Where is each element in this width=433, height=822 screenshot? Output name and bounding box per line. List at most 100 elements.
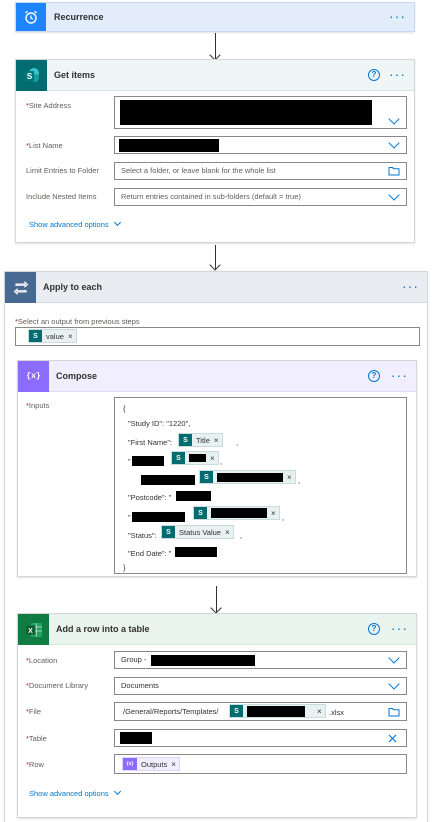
redacted-key-2 xyxy=(141,475,195,485)
sharepoint-icon: S xyxy=(24,67,39,82)
comma-1: , xyxy=(236,438,239,447)
limit-folder-field[interactable]: Select a folder, or leave blank for the … xyxy=(114,162,407,180)
file-name-token[interactable]: S × xyxy=(229,704,326,718)
folder-icon[interactable] xyxy=(388,707,400,717)
add-row-more-button[interactable]: ··· xyxy=(391,620,408,636)
redacted-token-3-remove-icon[interactable]: × xyxy=(271,508,276,518)
redacted-token-2[interactable]: S × xyxy=(199,470,296,484)
compose-card[interactable]: {x} Compose ? ··· *Inputs { "Study ID": … xyxy=(17,360,417,577)
excel-letter: X xyxy=(28,627,33,634)
apply-to-each-card[interactable]: Apply to each ··· *Select an output from… xyxy=(4,271,428,822)
file-field[interactable]: /General/Reports/Templates/ S × .xlsx xyxy=(114,702,407,721)
redacted-token-2-remove-icon[interactable]: × xyxy=(287,472,292,482)
chevron-down-icon xyxy=(113,787,121,796)
location-field[interactable]: Group - xyxy=(114,651,407,669)
add-row-title: Add a row into a table xyxy=(56,624,150,634)
compose-more-button[interactable]: ··· xyxy=(391,367,408,383)
site-address-field[interactable] xyxy=(114,96,407,129)
compose-icon: {x} xyxy=(26,372,41,381)
limit-folder-label: Limit Entries to Folder xyxy=(26,166,99,175)
outputs-token[interactable]: {x} Outputs × xyxy=(122,757,180,771)
value-token-remove-icon[interactable]: × xyxy=(67,331,73,341)
sharepoint-letter: S xyxy=(26,72,32,81)
redacted-table xyxy=(120,732,152,744)
redacted-end-date xyxy=(175,547,217,557)
site-address-label: *Site Address xyxy=(26,101,72,110)
list-name-field[interactable] xyxy=(114,136,407,154)
compose-title: Compose xyxy=(56,371,98,381)
file-name-token-remove-icon[interactable]: × xyxy=(317,706,322,716)
clear-icon[interactable] xyxy=(388,734,397,743)
select-output-field[interactable]: S value × xyxy=(15,327,420,346)
recurrence-icon-box xyxy=(16,3,46,31)
add-row-help-icon[interactable]: ? xyxy=(368,623,380,635)
document-library-field[interactable]: Documents xyxy=(114,677,407,695)
comma-3: , xyxy=(298,476,301,485)
table-field[interactable] xyxy=(114,729,407,747)
value-token[interactable]: S value × xyxy=(28,329,77,343)
compose-icon: {x} xyxy=(123,758,137,770)
add-row-header[interactable]: X Add a row into a table ? ··· xyxy=(18,614,416,645)
title-token-label: Title xyxy=(196,435,210,445)
nested-items-field[interactable]: Return entries contained in sub-folders … xyxy=(114,188,407,206)
status-value-token-remove-icon[interactable]: × xyxy=(224,527,230,537)
close-brace: } xyxy=(123,563,126,572)
study-id-line: "Study ID": "1220", xyxy=(128,419,191,428)
table-label: *Table xyxy=(26,734,47,743)
row-label: *Row xyxy=(26,760,44,769)
quote-2: " xyxy=(128,513,131,522)
outputs-token-remove-icon[interactable]: × xyxy=(171,759,176,769)
sharepoint-icon: S xyxy=(162,526,175,538)
excel-icon: X xyxy=(25,622,42,637)
get-items-more-button[interactable]: ··· xyxy=(389,66,406,82)
list-name-label: *List Name xyxy=(26,141,63,150)
list-name-chevron-down-icon[interactable] xyxy=(388,137,400,149)
folder-icon[interactable] xyxy=(388,166,400,176)
title-token-remove-icon[interactable]: × xyxy=(213,435,219,445)
document-library-chevron-down-icon[interactable] xyxy=(388,678,400,690)
limit-folder-placeholder: Select a folder, or leave blank for the … xyxy=(121,166,276,175)
nested-items-placeholder: Return entries contained in sub-folders … xyxy=(121,192,301,201)
comma-2: , xyxy=(220,457,223,466)
sharepoint-icon: S xyxy=(29,330,42,342)
redacted-site-address xyxy=(120,100,372,125)
quote-1: " xyxy=(128,457,131,466)
redacted-postcode xyxy=(176,491,211,501)
get-items-show-advanced-link[interactable]: Show advanced options xyxy=(29,218,121,229)
add-row-show-advanced-link[interactable]: Show advanced options xyxy=(29,787,121,798)
status-value-token[interactable]: S Status Value × xyxy=(161,525,234,539)
location-chevron-down-icon[interactable] xyxy=(388,652,400,664)
site-address-chevron-down-icon[interactable] xyxy=(388,113,400,125)
redacted-token-3[interactable]: S × xyxy=(193,506,280,520)
title-token[interactable]: S Title × xyxy=(178,433,223,447)
flow-arrow-3 xyxy=(216,586,217,612)
apply-to-each-header[interactable]: Apply to each ··· xyxy=(5,272,427,303)
get-items-card[interactable]: S Get items ? ··· *Site Address *List Na… xyxy=(15,59,415,243)
sharepoint-icon: S xyxy=(194,507,207,519)
inputs-field[interactable]: { "Study ID": "1220", "First Name": S Ti… xyxy=(114,397,407,574)
redacted-list-name xyxy=(119,139,219,152)
document-library-value: Documents xyxy=(121,681,159,690)
recurrence-more-button[interactable]: ··· xyxy=(389,8,406,24)
add-row-card[interactable]: X Add a row into a table ? ··· *Location… xyxy=(17,613,417,818)
outputs-token-label: Outputs xyxy=(141,759,168,769)
get-items-title: Get items xyxy=(54,70,96,80)
get-items-header[interactable]: S Get items ? ··· xyxy=(16,60,414,91)
compose-header[interactable]: {x} Compose ? ··· xyxy=(18,361,416,392)
redacted-token-1-remove-icon[interactable]: × xyxy=(210,453,215,463)
status-value-token-label: Status Value xyxy=(179,527,221,537)
compose-help-icon[interactable]: ? xyxy=(368,370,380,382)
row-field[interactable]: {x} Outputs × xyxy=(114,754,407,774)
recurrence-card[interactable]: Recurrence ··· xyxy=(15,2,415,32)
redacted-key-3 xyxy=(132,512,185,522)
nested-items-chevron-down-icon[interactable] xyxy=(388,189,400,201)
apply-to-each-more-button[interactable]: ··· xyxy=(402,278,419,294)
sharepoint-icon: S xyxy=(179,434,192,446)
first-name-key: "First Name": xyxy=(128,438,173,447)
location-label: *Location xyxy=(26,656,58,665)
loop-icon xyxy=(13,280,28,295)
get-items-help-icon[interactable]: ? xyxy=(368,69,380,81)
redacted-token-1[interactable]: S × xyxy=(171,451,219,465)
inputs-label: *Inputs xyxy=(26,401,50,410)
redacted-token-1-label xyxy=(189,454,206,462)
